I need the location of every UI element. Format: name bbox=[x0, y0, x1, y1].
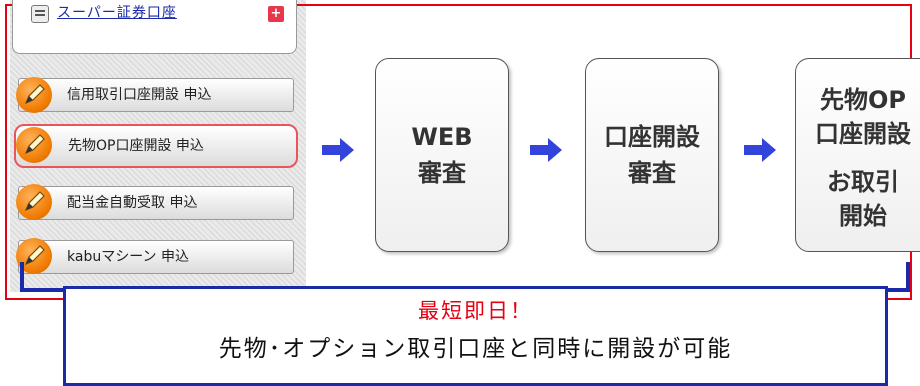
button-label: kabuマシーン 申込 bbox=[67, 249, 189, 265]
pencil-icon bbox=[16, 184, 52, 220]
step-line: 先物OP bbox=[820, 86, 906, 114]
step-line: 審査 bbox=[628, 159, 676, 187]
right-arrow-icon bbox=[744, 138, 776, 162]
step-line: 口座開設 bbox=[604, 123, 700, 151]
right-arrow-icon bbox=[322, 138, 354, 162]
button-label: 配当金自動受取 申込 bbox=[67, 195, 198, 211]
bracket-left-horizontal bbox=[20, 288, 66, 292]
step-web-review: WEB 審査 bbox=[375, 58, 509, 252]
dividend-auto-receive-apply-button[interactable]: 配当金自動受取 申込 bbox=[18, 186, 294, 220]
button-label: 先物OP口座開設 申込 bbox=[68, 138, 204, 154]
account-link-box: スーパー証券口座 + bbox=[12, 0, 297, 54]
futures-op-account-apply-button[interactable]: 先物OP口座開設 申込 bbox=[14, 124, 298, 168]
document-icon bbox=[31, 5, 49, 23]
bracket-left-vertical bbox=[20, 262, 24, 292]
right-arrow-icon bbox=[530, 138, 562, 162]
notice-text: 先物･オプション取引口座と同時に開設が可能 bbox=[218, 336, 733, 362]
notice-box: 最短即日！ 先物･オプション取引口座と同時に開設が可能 bbox=[63, 286, 888, 386]
button-label: 信用取引口座開設 申込 bbox=[67, 87, 212, 103]
kabu-machine-apply-button[interactable]: kabuマシーン 申込 bbox=[18, 240, 294, 274]
bracket-right-vertical bbox=[906, 262, 910, 292]
step-account-review: 口座開設 審査 bbox=[585, 58, 719, 252]
plus-icon[interactable]: + bbox=[268, 6, 284, 22]
step-line: 審査 bbox=[418, 159, 466, 187]
bracket-right-horizontal bbox=[884, 288, 910, 292]
pencil-icon bbox=[16, 127, 52, 163]
step-line: 開始 bbox=[839, 202, 887, 230]
flow-frame-top bbox=[5, 4, 912, 6]
margin-account-apply-button[interactable]: 信用取引口座開設 申込 bbox=[18, 78, 294, 112]
step-trading-start: 先物OP 口座開設 お取引 開始 bbox=[795, 58, 920, 252]
pencil-icon bbox=[16, 77, 52, 113]
step-line: お取引 bbox=[827, 168, 899, 196]
super-account-link[interactable]: スーパー証券口座 bbox=[57, 5, 177, 21]
step-line: 口座開設 bbox=[815, 120, 911, 148]
notice-title: 最短即日！ bbox=[418, 299, 533, 323]
step-line: WEB bbox=[411, 123, 473, 151]
